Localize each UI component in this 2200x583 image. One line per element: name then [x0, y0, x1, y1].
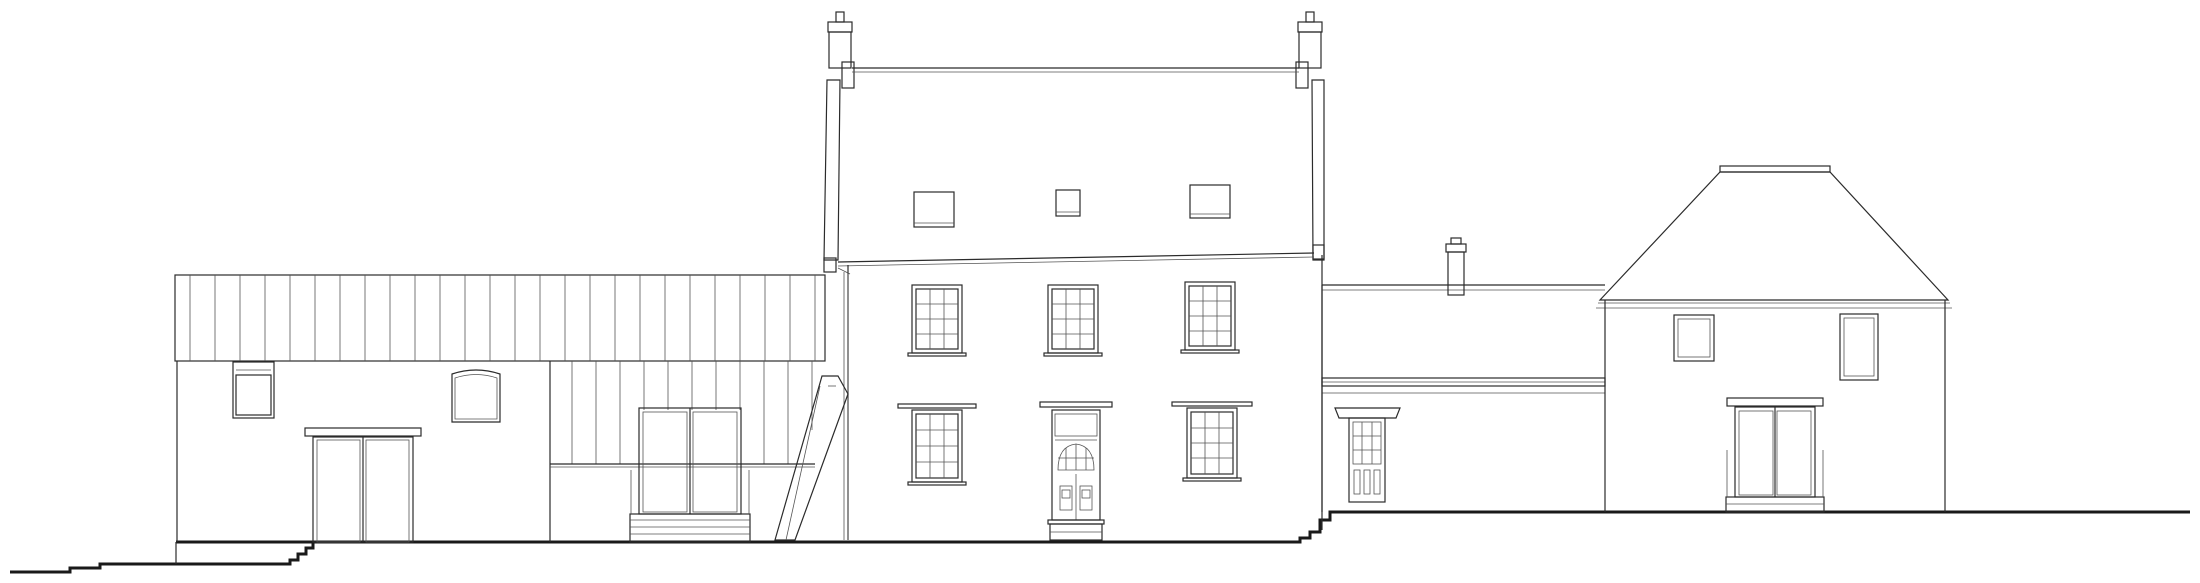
roof-window-2	[1055, 189, 1081, 217]
main-front-door	[1039, 401, 1113, 541]
lower-window-3	[1171, 401, 1253, 482]
barn-double-door	[304, 427, 422, 543]
barn-glazed-door	[629, 407, 751, 543]
roof-seams	[189, 275, 816, 361]
upper-window-1	[907, 284, 967, 357]
link-wing	[1321, 237, 1606, 512]
roof-window-3	[1189, 184, 1231, 219]
ground-line	[10, 510, 2190, 574]
chimney-left	[827, 11, 855, 89]
roof-window-1	[913, 191, 955, 228]
lower-window-1	[897, 403, 977, 486]
cladding-boards	[571, 361, 813, 464]
barn-window-arched	[451, 369, 501, 423]
upper-window-3	[1180, 281, 1240, 354]
pavilion-window-right	[1839, 313, 1879, 381]
right-pavilion	[1596, 165, 1952, 513]
chimney-right	[1295, 11, 1323, 89]
upper-window-2	[1043, 284, 1103, 357]
buttress	[774, 375, 849, 541]
pavilion-window-left	[1673, 314, 1715, 362]
left-barn-wing	[174, 274, 826, 543]
pavilion-french-door	[1725, 397, 1825, 513]
link-door	[1334, 407, 1401, 503]
barn-seam-roof	[174, 274, 826, 362]
link-chimney	[1445, 237, 1467, 296]
barn-window-left	[232, 361, 275, 419]
main-house	[774, 11, 1325, 541]
